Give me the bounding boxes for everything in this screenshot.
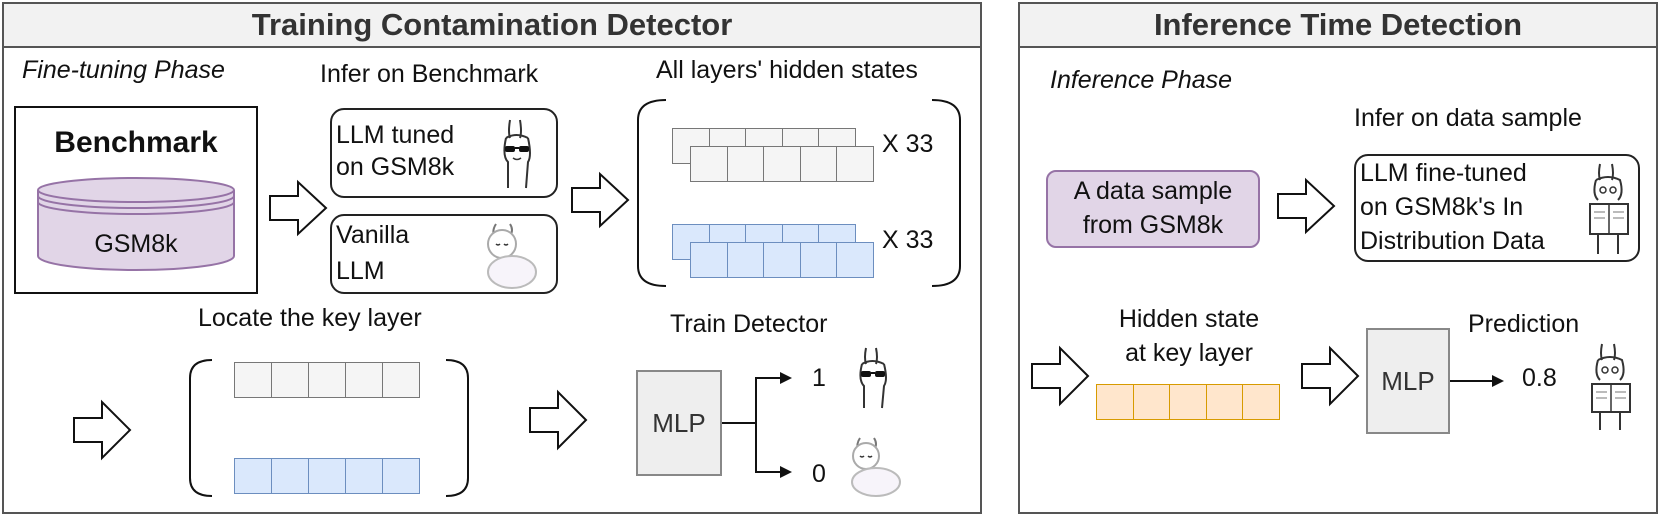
- hidden-key-layer-line1: Hidden state: [1118, 305, 1260, 333]
- left-bracket: [637, 99, 667, 287]
- right-bracket: [931, 99, 961, 287]
- llm-finetuned-line2: on GSM8k's In: [1360, 193, 1524, 221]
- gray-hidden-state-front: [690, 146, 874, 182]
- llm-finetuned-line3: Distribution Data: [1360, 227, 1545, 255]
- gray-key-layer: [234, 362, 420, 398]
- block-arrow-icon: [571, 171, 630, 229]
- x33-top-label: X 33: [882, 130, 934, 158]
- vanilla-llm-label-line2: LLM: [336, 257, 385, 285]
- data-sample-line1: A data sample: [1073, 177, 1233, 205]
- infer-data-sample-title: Infer on data sample: [1354, 104, 1582, 132]
- llama-sunglasses-icon: [503, 119, 531, 189]
- block-arrow-icon: [1301, 345, 1360, 407]
- inference-mlp-box: MLP: [1366, 328, 1450, 434]
- fine-tuning-phase-label: Fine-tuning Phase: [22, 56, 225, 84]
- block-arrow-icon: [1277, 177, 1336, 235]
- x33-bottom-label: X 33: [882, 226, 934, 254]
- output-one-label: 1: [812, 364, 826, 392]
- right-bracket: [445, 359, 469, 497]
- alpaca-fluffy-icon: [487, 223, 537, 289]
- hidden-key-layer-line2: at key layer: [1125, 339, 1253, 367]
- block-arrow-icon: [1031, 345, 1090, 407]
- branch-arrows: [722, 372, 792, 478]
- llama-sunglasses-icon: [859, 347, 887, 409]
- vanilla-llm-box: [330, 214, 558, 294]
- block-arrow-icon: [269, 179, 328, 237]
- left-bracket: [189, 359, 213, 497]
- infer-benchmark-title: Infer on Benchmark: [320, 60, 539, 88]
- block-arrow-icon: [529, 389, 588, 451]
- vanilla-llm-label-line1: Vanilla: [336, 221, 410, 249]
- output-zero-label: 0: [812, 460, 826, 488]
- data-sample-line2: from GSM8k: [1082, 211, 1224, 239]
- llama-reading-icon: [1591, 343, 1631, 430]
- prediction-title: Prediction: [1468, 310, 1580, 338]
- training-panel-title: Training Contamination Detector: [4, 4, 980, 48]
- alpaca-fluffy-icon: [851, 437, 901, 497]
- llm-tuned-box: [330, 108, 558, 198]
- locate-key-layer-title: Locate the key layer: [198, 304, 422, 332]
- llama-reading-icon: [1589, 163, 1629, 254]
- prediction-value: 0.8: [1522, 364, 1557, 392]
- database-icon: [37, 177, 235, 271]
- llm-tuned-label-line1: LLM tuned: [336, 121, 455, 149]
- llm-tuned-label-line2: on GSM8k: [336, 153, 455, 181]
- data-sample-box: [1046, 170, 1260, 248]
- orange-hidden-state: [1096, 384, 1280, 420]
- database-label: GSM8k: [94, 230, 178, 258]
- inference-phase-label: Inference Phase: [1050, 66, 1233, 94]
- blue-hidden-state-front: [690, 242, 874, 278]
- hidden-states-title: All layers' hidden states: [656, 56, 918, 84]
- prediction-arrow: [1450, 375, 1504, 387]
- benchmark-title: Benchmark: [54, 126, 218, 159]
- blue-key-layer: [234, 458, 420, 494]
- llm-finetuned-line1: LLM fine-tuned: [1360, 159, 1527, 187]
- inference-panel-title: Inference Time Detection: [1020, 4, 1656, 48]
- train-detector-title: Train Detector: [670, 310, 828, 338]
- block-arrow-icon: [73, 399, 132, 461]
- mlp-box: MLP: [636, 370, 722, 476]
